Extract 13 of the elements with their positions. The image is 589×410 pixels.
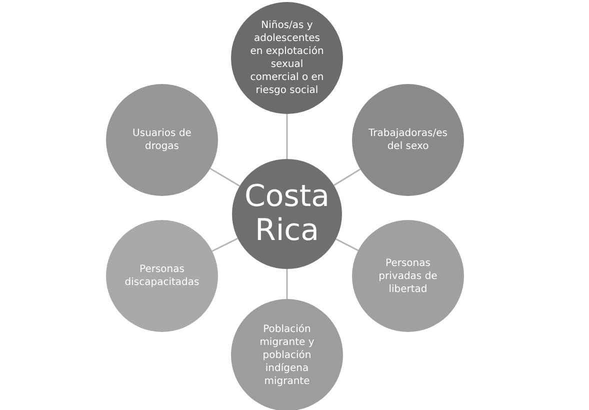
connector-line xyxy=(286,114,288,159)
node-label: Usuarios de drogas xyxy=(132,127,192,153)
node-label: Personas privadas de libertad xyxy=(378,256,438,296)
node-label: Trabajadoras/es del sexo xyxy=(368,127,448,153)
node-label: Costa Rica xyxy=(244,180,330,248)
connector-line xyxy=(334,168,361,186)
node-label: Población migrante y población indígena migrante xyxy=(258,322,316,388)
connector-line xyxy=(210,168,240,187)
connector-line xyxy=(286,269,288,299)
connector-line xyxy=(212,238,238,252)
connector-line xyxy=(336,238,358,252)
node-label: Personas discapacitadas xyxy=(124,263,200,289)
node-label: Niños/as y adolescentes en explotación sexual comercial o en riesgo social xyxy=(249,19,325,97)
